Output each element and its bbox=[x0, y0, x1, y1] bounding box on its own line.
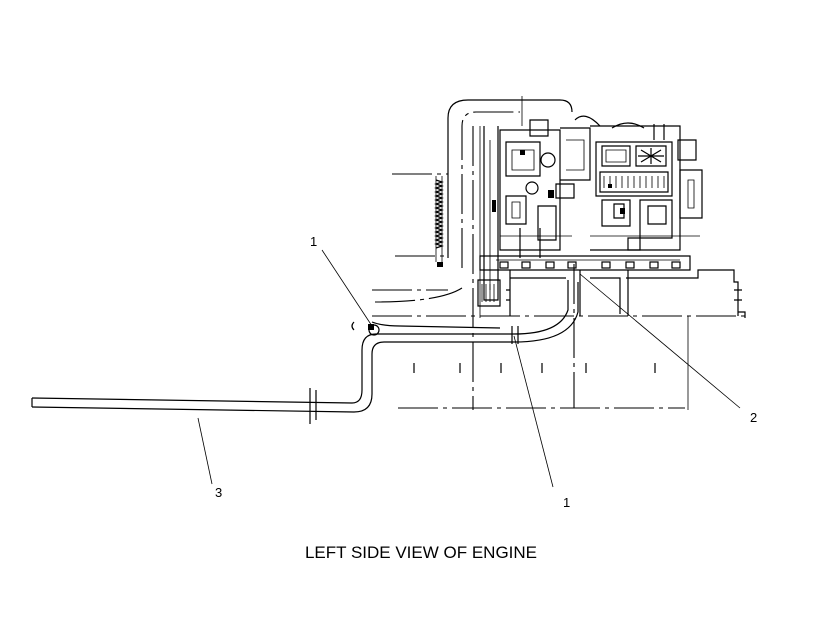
callout-1-lower: 1 bbox=[563, 495, 570, 510]
callout-2: 2 bbox=[750, 410, 757, 425]
leader-2 bbox=[579, 273, 741, 409]
fuel-lines bbox=[31, 280, 579, 424]
leader-lines bbox=[197, 249, 741, 488]
callout-3: 3 bbox=[215, 485, 222, 500]
diagram-caption: LEFT SIDE VIEW OF ENGINE bbox=[305, 543, 537, 562]
cooling-fins bbox=[434, 176, 444, 267]
engine-outline bbox=[372, 96, 745, 410]
leader-1-lower bbox=[513, 335, 554, 488]
engine-block bbox=[506, 269, 746, 318]
leader-1-upper bbox=[321, 249, 373, 327]
engine-components bbox=[477, 115, 703, 307]
callout-1-upper: 1 bbox=[310, 234, 317, 249]
leader-3 bbox=[197, 417, 213, 485]
manifold-row bbox=[479, 255, 691, 271]
